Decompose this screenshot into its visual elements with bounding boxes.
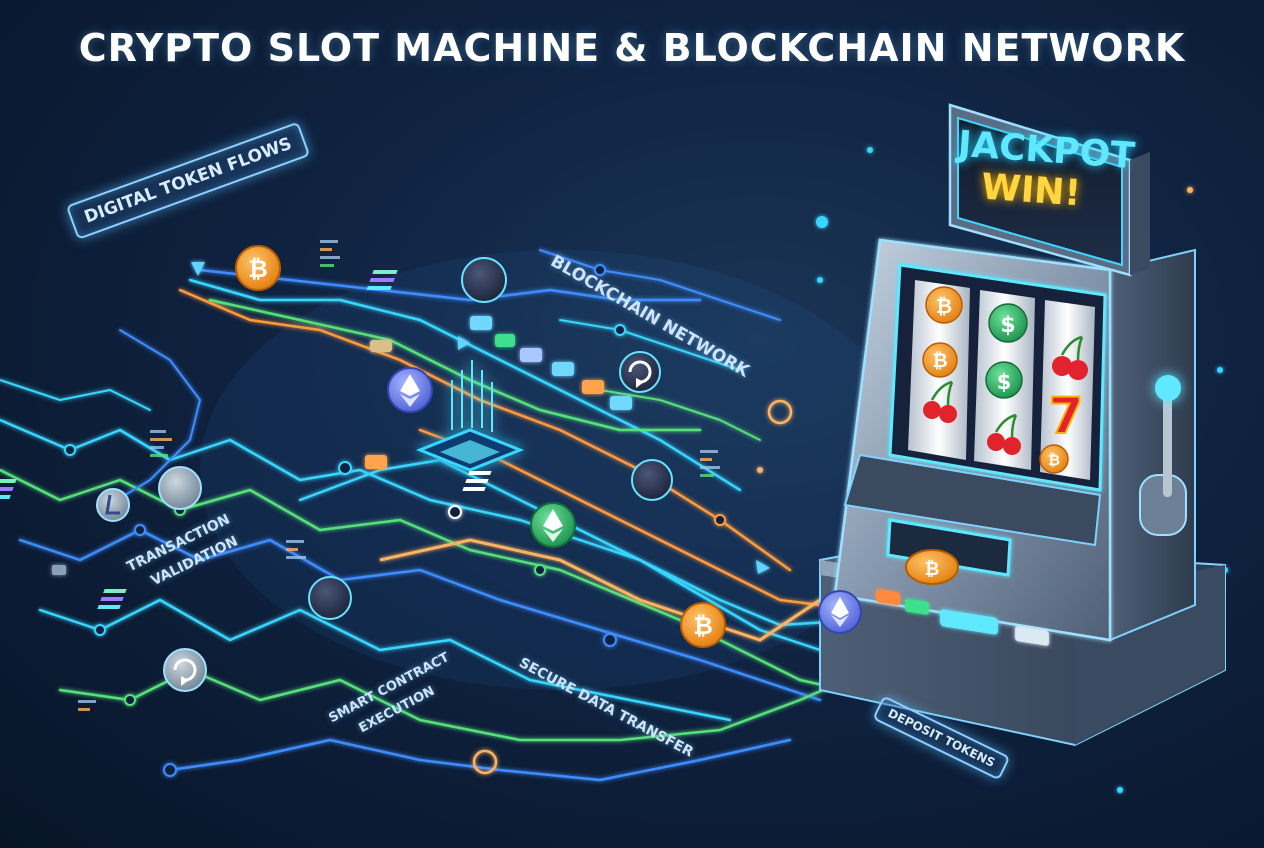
orange-button[interactable]	[876, 589, 900, 606]
solana-coin-icon	[366, 257, 507, 303]
trace	[198, 268, 702, 302]
bitcoin-coin-icon: ₿	[680, 602, 726, 648]
sparkle	[867, 147, 873, 153]
control-panel	[843, 453, 1102, 547]
coins: ₿ ₿ ₿	[0, 245, 959, 692]
bitcoin-coin-icon: ₿	[1039, 444, 1069, 474]
trace-node	[163, 763, 177, 777]
solana-coin-icon	[97, 576, 352, 620]
ethereum-coin-icon	[818, 590, 862, 634]
trace	[0, 379, 151, 411]
sparkle	[1117, 787, 1123, 793]
flow-arrow-icon	[191, 262, 205, 276]
cherry-icon	[923, 380, 957, 423]
flow-path	[379, 538, 901, 642]
data-block	[370, 340, 392, 352]
slot-lever-icon[interactable]	[1139, 375, 1187, 536]
bitcoin-coin-icon: ₿	[905, 549, 959, 585]
spin-button[interactable]	[940, 609, 998, 635]
trace	[168, 738, 792, 782]
bitcoin-coin-icon: ₿	[235, 245, 281, 291]
green-button[interactable]	[905, 598, 929, 615]
trace	[178, 288, 792, 572]
trace	[539, 249, 781, 321]
ethereum-coin-icon	[387, 367, 433, 413]
dollar-coin-icon: $	[985, 361, 1023, 399]
page-title: CRYPTO SLOT MACHINE & BLOCKCHAIN NETWORK	[78, 26, 1186, 70]
flow-arrow-icon	[756, 560, 770, 574]
flow-arrow-icon	[458, 336, 470, 350]
processor-chip-icon	[415, 360, 525, 472]
trace	[208, 298, 702, 432]
trace-node	[603, 633, 617, 647]
litecoin-coin-icon	[96, 488, 130, 522]
coin-symbol: ₿	[248, 255, 268, 283]
sparkle	[757, 467, 763, 473]
data-blocks	[52, 316, 632, 575]
trace-node	[714, 514, 726, 526]
trace	[0, 418, 882, 672]
solana-coin-icon	[0, 466, 202, 510]
lucky-seven-icon: 7	[1049, 387, 1084, 445]
trace-node	[124, 694, 136, 706]
trace-node	[134, 524, 146, 536]
data-block	[495, 334, 515, 347]
reel-symbol-dollar: $	[997, 370, 1012, 394]
trace-node	[534, 564, 546, 576]
data-block	[520, 348, 542, 362]
trace-node	[94, 624, 106, 636]
reel-symbol-bitcoin: ₿	[1048, 451, 1060, 469]
cycle-coin-icon	[163, 648, 207, 692]
trace-node	[64, 444, 76, 456]
reel-symbol-dollar: $	[1000, 313, 1015, 338]
sparkle	[1217, 367, 1223, 373]
data-block	[582, 380, 604, 394]
slot-machine: ₿ ₿ $ $	[819, 103, 1226, 747]
ethereum-coin-icon	[530, 502, 576, 548]
bitcoin-coin-icon: ₿	[922, 342, 958, 378]
trace	[38, 598, 732, 722]
cycle-coin-icon	[619, 351, 661, 393]
trace	[99, 329, 201, 511]
trace-node	[448, 505, 462, 519]
coin-symbol: ₿	[925, 559, 940, 580]
jackpot-display: JACKPOT WIN!	[951, 124, 1137, 255]
dollar-coin-icon: $	[988, 303, 1028, 343]
data-block	[552, 362, 574, 376]
trace	[559, 319, 741, 371]
sparkle	[817, 277, 823, 283]
bitcoin-coin-icon: ₿	[925, 286, 963, 324]
cherry-icon	[987, 413, 1021, 455]
sparkle	[1187, 187, 1193, 193]
trace-node	[767, 399, 793, 425]
data-stream-bars	[78, 240, 720, 711]
cherry-icon	[1052, 335, 1088, 380]
reel-symbol-bitcoin: ₿	[932, 350, 947, 372]
data-block	[365, 455, 387, 469]
coin-slot	[886, 518, 1012, 577]
data-block	[610, 396, 632, 410]
trace-node	[614, 324, 626, 336]
trace-node	[594, 264, 606, 276]
reel-3	[1040, 300, 1095, 480]
trace-node	[338, 461, 352, 475]
trace-node	[472, 749, 498, 775]
data-block	[52, 565, 66, 575]
data-block	[470, 316, 492, 330]
coin-symbol: ₿	[693, 612, 713, 640]
solana-coin-icon	[462, 459, 673, 501]
sparkle	[816, 216, 828, 228]
white-button[interactable]	[1015, 626, 1049, 646]
reel-symbol-bitcoin: ₿	[936, 294, 952, 318]
cabinet-side	[1109, 248, 1196, 642]
trace	[599, 389, 761, 441]
